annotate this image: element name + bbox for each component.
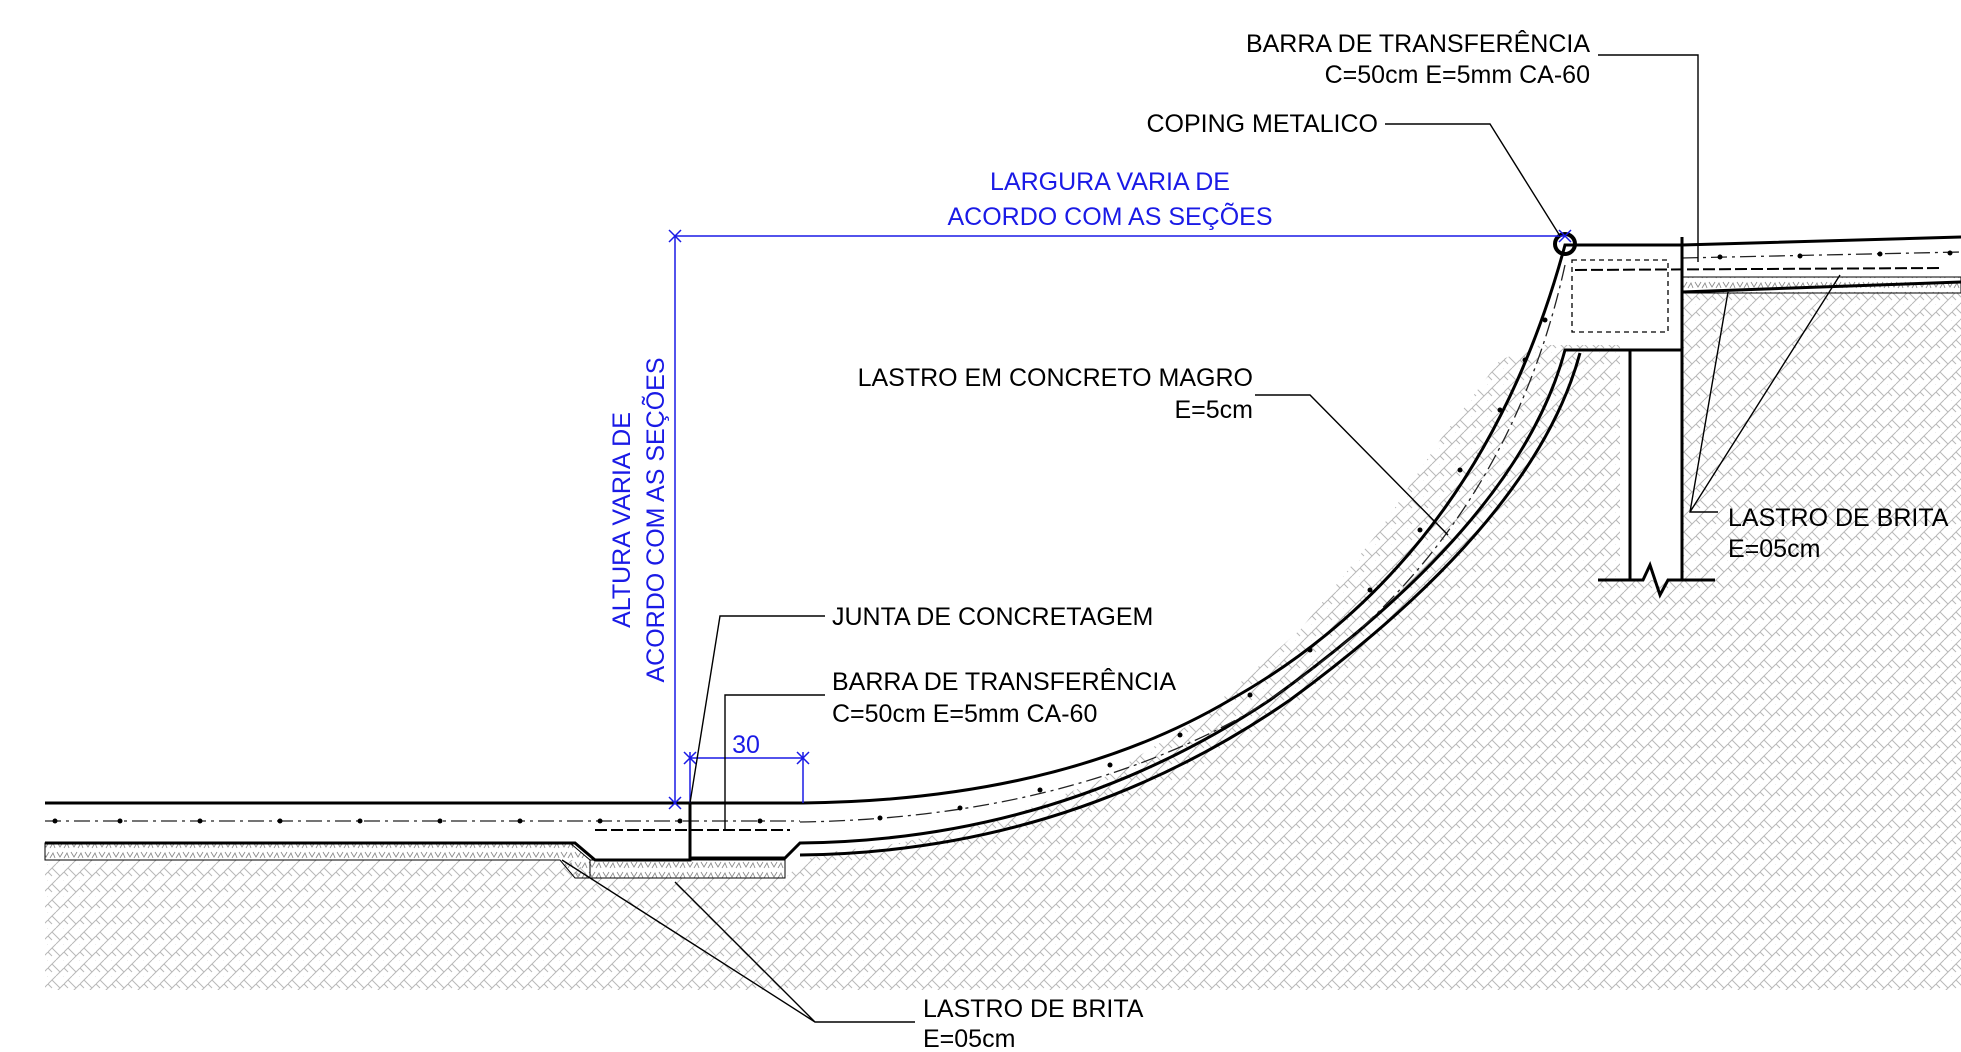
transfer-bar-top[interactable] xyxy=(1574,267,1941,271)
label-dim-30: 30 xyxy=(732,731,760,759)
label-coping: COPING METALICO xyxy=(1146,110,1378,138)
label-lastro-magro-line1: LASTRO EM CONCRETO MAGRO xyxy=(858,364,1253,392)
leader-lastro-brita-right xyxy=(1689,274,1841,513)
leader-barra-bottom xyxy=(724,694,825,830)
top-slab-bottom xyxy=(1681,280,1961,294)
gravel-layer-mid xyxy=(589,859,786,879)
soil-hatch-left xyxy=(45,293,1961,990)
coping-circle[interactable] xyxy=(1553,232,1577,256)
floor-slab-bottom xyxy=(45,348,1682,862)
width-dim-tick-right xyxy=(1558,229,1572,243)
label-junta: JUNTA DE CONCRETAGEM xyxy=(832,603,1153,631)
label-lastro-brita-right-line1: LASTRO DE BRITA xyxy=(1728,504,1949,532)
leader-junta xyxy=(689,615,825,804)
break-symbol xyxy=(1598,560,1715,599)
label-lastro-brita-bottom-line2: E=05cm xyxy=(923,1025,1015,1052)
label-barra-bottom-line2: C=50cm E=5mm CA-60 xyxy=(832,700,1097,728)
leader-barra-top xyxy=(1598,54,1699,262)
reinforcement-dots xyxy=(52,250,1953,824)
label-altura-line2: ACORDO COM AS SEÇÕES xyxy=(641,357,670,682)
floor-slab[interactable] xyxy=(45,235,1961,805)
label-barra-bottom-line1: BARRA DE TRANSFERÊNCIA xyxy=(832,667,1176,696)
label-barra-top-line1: BARRA DE TRANSFERÊNCIA xyxy=(1246,29,1590,58)
reinforcement-top xyxy=(1681,251,1961,259)
label-barra-top-line2: C=50cm E=5mm CA-60 xyxy=(1325,61,1590,89)
lastro-magro-layer xyxy=(799,352,1582,857)
height-dim-tick-bottom xyxy=(668,796,682,810)
label-altura-line1: ALTURA VARIA DE xyxy=(608,412,636,628)
gravel-layer-left xyxy=(44,842,591,879)
dim-30-tick-right xyxy=(796,751,810,765)
label-lastro-magro-line2: E=5cm xyxy=(1174,396,1253,424)
label-largura-line2: ACORDO COM AS SEÇÕES xyxy=(947,202,1272,231)
label-lastro-brita-right-line2: E=05cm xyxy=(1728,535,1820,563)
label-largura-line1: LARGURA VARIA DE xyxy=(990,168,1230,196)
reinforcement-curve xyxy=(799,264,1566,823)
leader-lastro-magro xyxy=(1255,394,1449,536)
dim-30-tick-left xyxy=(683,751,697,765)
leader-coping xyxy=(1385,123,1561,237)
label-lastro-brita-bottom-line1: LASTRO DE BRITA xyxy=(923,995,1144,1023)
leader-lastro-brita-bottom xyxy=(561,859,915,1023)
coping-block xyxy=(1571,259,1669,333)
